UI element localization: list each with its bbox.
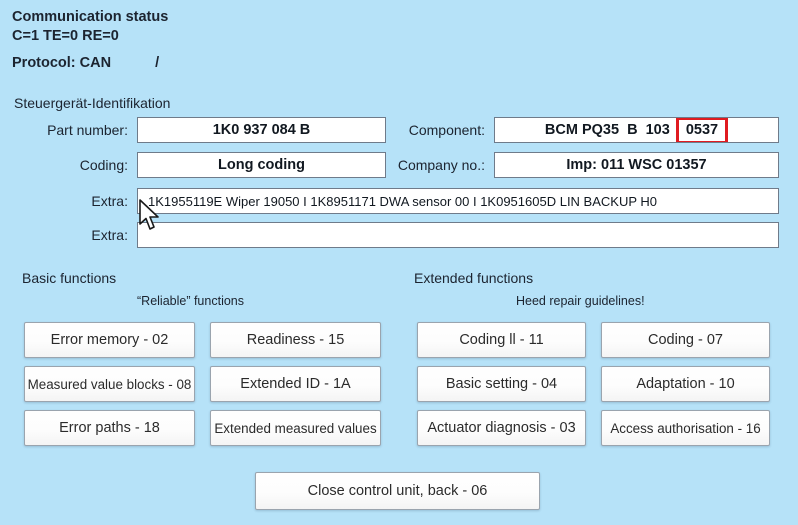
component-label: Component: <box>408 122 485 138</box>
button-extended-measured-values[interactable]: Extended measured values <box>210 410 381 446</box>
button-readiness[interactable]: Readiness - 15 <box>210 322 381 358</box>
protocol-separator: / <box>155 55 160 71</box>
component-row: Component: BCM PQ35 B 103 0537 <box>386 116 779 144</box>
button-adaptation[interactable]: Adaptation - 10 <box>601 366 770 402</box>
coding-label: Coding: <box>79 157 128 173</box>
communication-status-title: Communication status <box>12 9 169 25</box>
communication-counters: C=1 TE=0 RE=0 <box>12 28 119 44</box>
basic-functions-heading: Basic functions <box>22 270 117 286</box>
component-value-prefix: BCM PQ35 B 103 <box>544 122 674 138</box>
extended-functions-heading: Extended functions <box>414 270 534 286</box>
part-number-row: Part number: 1K0 937 084 B <box>0 116 386 144</box>
component-field[interactable]: BCM PQ35 B 103 0537 <box>494 117 779 143</box>
extra2-label: Extra: <box>91 227 128 243</box>
button-close-control-unit[interactable]: Close control unit, back - 06 <box>255 472 540 510</box>
basic-functions-subtitle: “Reliable” functions <box>137 294 244 308</box>
button-measured-value-blocks[interactable]: Measured value blocks - 08 <box>24 366 195 402</box>
button-actuator-diagnosis[interactable]: Actuator diagnosis - 03 <box>417 410 586 446</box>
extra1-label: Extra: <box>91 193 128 209</box>
extra1-field[interactable]: 1K1955119E Wiper 19050 I 1K8951171 DWA s… <box>137 188 779 214</box>
protocol-label: Protocol: CAN <box>12 55 112 71</box>
button-coding-ll[interactable]: Coding ll - 11 <box>417 322 586 358</box>
communication-status-block: Communication status C=1 TE=0 RE=0 <box>12 8 412 46</box>
protocol-row: Protocol: CAN / <box>12 55 412 71</box>
coding-row: Coding: Long coding <box>0 151 386 179</box>
button-error-memory[interactable]: Error memory - 02 <box>24 322 195 358</box>
extra1-row: Extra: 1K1955119E Wiper 19050 I 1K895117… <box>0 187 779 215</box>
identification-heading: Steuergerät-Identifikation <box>14 95 171 111</box>
button-access-authorisation[interactable]: Access authorisation - 16 <box>601 410 770 446</box>
component-value: BCM PQ35 B 103 0537 <box>544 118 729 142</box>
extra2-field[interactable] <box>137 222 779 248</box>
button-error-paths[interactable]: Error paths - 18 <box>24 410 195 446</box>
company-no-field[interactable]: Imp: 011 WSC 01357 <box>494 152 779 178</box>
extra2-row: Extra: <box>0 221 779 249</box>
part-number-field[interactable]: 1K0 937 084 B <box>137 117 386 143</box>
button-basic-setting[interactable]: Basic setting - 04 <box>417 366 586 402</box>
button-extended-id[interactable]: Extended ID - 1A <box>210 366 381 402</box>
part-number-label: Part number: <box>47 122 128 138</box>
company-no-row: Company no.: Imp: 011 WSC 01357 <box>386 151 779 179</box>
company-no-label: Company no.: <box>397 157 485 173</box>
coding-field[interactable]: Long coding <box>137 152 386 178</box>
button-coding[interactable]: Coding - 07 <box>601 322 770 358</box>
extended-functions-subtitle: Heed repair guidelines! <box>516 294 645 308</box>
component-value-highlight: 0537 <box>675 118 729 142</box>
